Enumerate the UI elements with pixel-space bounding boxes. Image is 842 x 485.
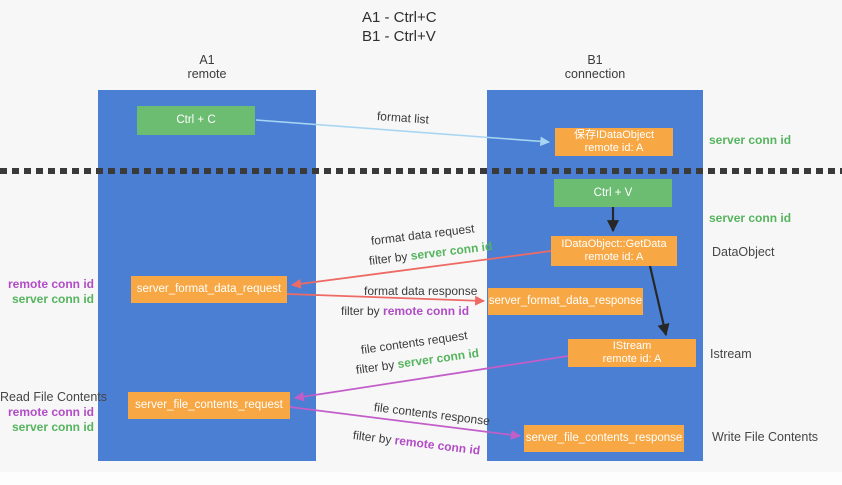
getdata-line1: IDataObject::GetData — [561, 238, 667, 250]
format-data-response-label: format data response — [364, 284, 478, 298]
lane-b1-id: B1 — [587, 53, 603, 67]
title-line-2: B1 - Ctrl+V — [362, 28, 436, 45]
filter-by-text: filter by — [341, 304, 380, 318]
ctrl-v-label: Ctrl + V — [593, 186, 633, 199]
lane-b1-sub: connection — [564, 67, 626, 81]
server-conn-id-top-label: server conn id — [709, 133, 792, 147]
getdata-box: IDataObject::GetData remote id: A — [551, 236, 677, 266]
lane-header-a1: A1 remote — [98, 53, 316, 81]
ctrl-c-label: Ctrl + C — [176, 114, 216, 126]
format-response-box: server_format_data_response — [488, 288, 643, 315]
filter-by-text: filter by — [352, 428, 393, 447]
save-dataobject-line2: remote id: A — [584, 142, 644, 154]
save-dataobject-box: 保存IDataObject remote id: A — [555, 128, 673, 156]
write-file-contents-label: Write File Contents — [712, 430, 819, 444]
istream-label: Istream — [710, 347, 752, 361]
page-title: A1 - Ctrl+C B1 - Ctrl+V — [362, 8, 437, 46]
file-request-label: server_file_contents_request — [135, 399, 283, 411]
ctrl-c-box: Ctrl + C — [137, 106, 255, 135]
ctrl-v-box: Ctrl + V — [554, 179, 672, 207]
lane-a1-id: A1 — [199, 53, 215, 67]
save-dataobject-line1: 保存IDataObject — [573, 129, 655, 141]
lane-header-b1: B1 connection — [487, 53, 703, 81]
format-request-box: server_format_data_request — [131, 276, 287, 303]
read-file-contents-label: Read File Contents — [0, 390, 108, 404]
filter-by-text: filter by — [368, 249, 409, 268]
dataobject-label: DataObject — [712, 245, 775, 259]
file-contents-response-label: file contents response — [373, 400, 491, 429]
server-conn-id-label-2: server conn id — [11, 420, 94, 434]
bottom-strip — [0, 472, 842, 485]
istream-line2: remote id: A — [602, 353, 662, 365]
title-line-1: A1 - Ctrl+C — [362, 9, 437, 26]
remote-conn-id-text: remote conn id — [393, 433, 481, 458]
server-conn-id-text: server conn id — [409, 238, 493, 263]
filter-by-remote-conn-id-label-1: filter by remote conn id — [341, 304, 469, 318]
left-conn-id-group-2: Read File Contents remote conn id server… — [0, 390, 108, 435]
server-conn-id-label-1: server conn id — [11, 292, 94, 306]
getdata-line2: remote id: A — [584, 251, 644, 263]
lane-a1-sub: remote — [187, 67, 227, 81]
file-response-label: server_file_contents_response — [525, 432, 683, 444]
istream-line1: IStream — [612, 340, 652, 352]
format-request-label: server_format_data_request — [136, 283, 282, 295]
file-response-box: server_file_contents_response — [524, 425, 684, 452]
left-conn-id-group-1: remote conn id server conn id — [0, 277, 104, 307]
remote-conn-id-text: remote conn id — [383, 304, 470, 318]
format-response-label: server_format_data_response — [488, 295, 643, 307]
server-conn-id-mid-label: server conn id — [709, 211, 792, 225]
remote-conn-id-label-2: remote conn id — [7, 405, 94, 419]
format-list-label: format list — [376, 109, 430, 127]
remote-conn-id-label-1: remote conn id — [7, 277, 94, 291]
dotted-separator — [0, 168, 842, 174]
file-request-box: server_file_contents_request — [128, 392, 290, 419]
filter-by-text: filter by — [355, 357, 396, 377]
filter-by-remote-conn-id-label-2: filter by remote conn id — [352, 428, 481, 458]
istream-box: IStream remote id: A — [568, 339, 696, 367]
